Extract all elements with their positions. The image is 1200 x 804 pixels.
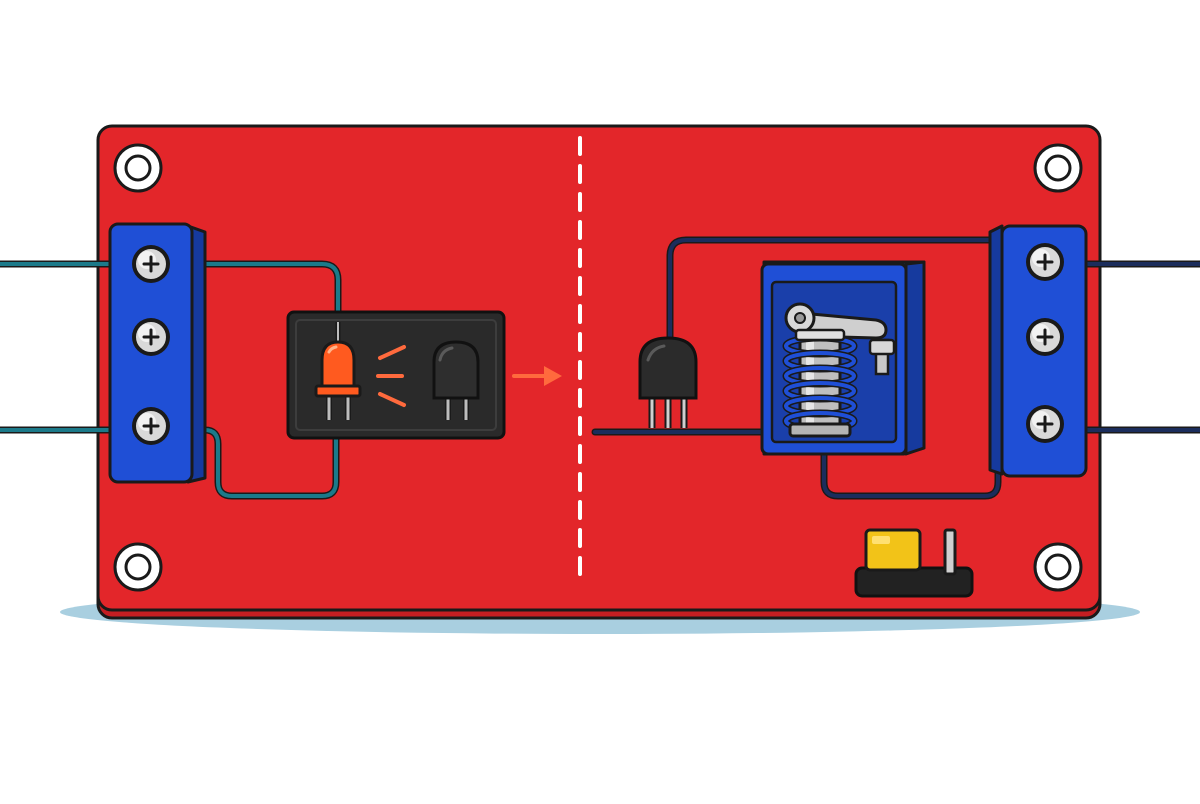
arrow-right-icon	[512, 366, 562, 386]
jumper-icon	[854, 528, 974, 598]
top-left-mounting-hole	[113, 143, 163, 193]
output-wires-external-color	[1083, 262, 1200, 432]
plus-icon	[1036, 415, 1054, 433]
top-right-mounting-hole	[1033, 143, 1083, 193]
terminal-screw	[1026, 318, 1064, 356]
input-terminal-screws	[132, 245, 170, 445]
relay	[760, 260, 926, 456]
plus-icon	[142, 255, 160, 273]
plus-icon	[1036, 253, 1054, 271]
plus-icon	[1036, 328, 1054, 346]
driver-transistor	[638, 336, 698, 428]
input-traces	[201, 260, 342, 500]
contact-icon	[868, 338, 896, 376]
input-wires-external-color	[0, 262, 114, 432]
terminal-screw	[1026, 405, 1064, 443]
output-wires-external	[1081, 260, 1200, 434]
bottom-right-mounting-hole	[1033, 542, 1083, 592]
led-icon	[314, 322, 362, 420]
terminal-screw	[132, 318, 170, 356]
output-traces	[591, 236, 1004, 500]
terminal-screw	[1026, 243, 1064, 281]
output-terminal-screws	[1026, 243, 1064, 443]
plus-icon	[142, 328, 160, 346]
armature-lever-icon	[784, 302, 888, 342]
bottom-left-mounting-hole	[113, 542, 163, 592]
plus-icon	[142, 417, 160, 435]
phototransistor-icon	[432, 340, 480, 420]
terminal-screw	[132, 245, 170, 283]
optocoupler	[286, 310, 506, 440]
coil-windings	[782, 334, 858, 433]
terminal-screw	[132, 407, 170, 445]
input-wires-external	[0, 260, 116, 434]
light-rays-icon	[376, 345, 406, 407]
